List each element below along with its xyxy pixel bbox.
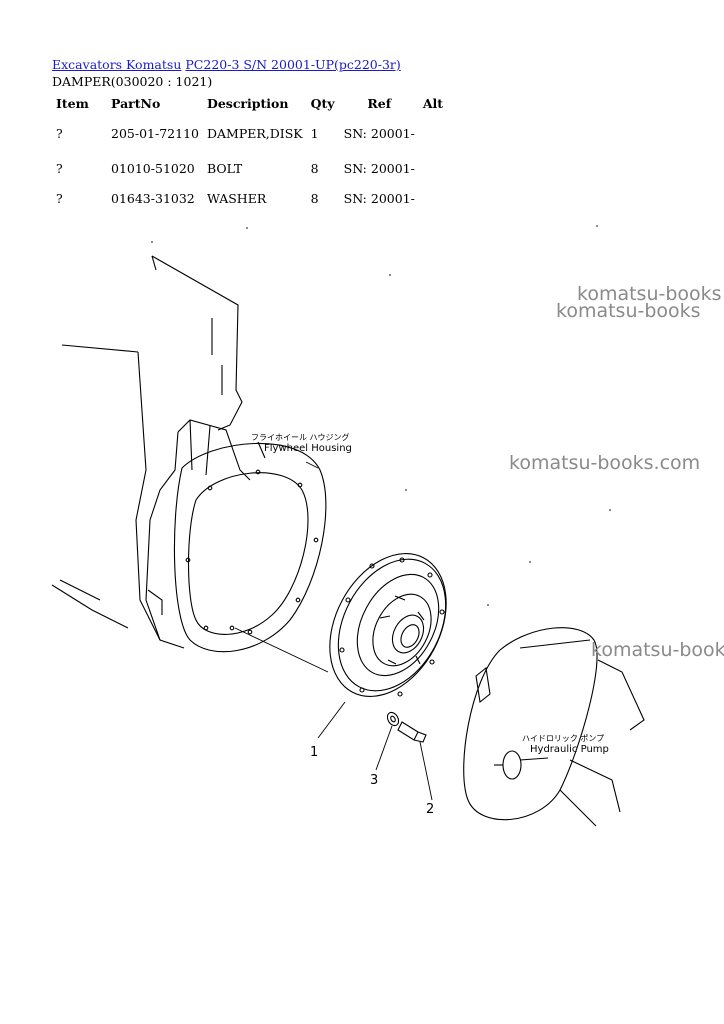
damper-disk: [329, 553, 447, 697]
flywheel-label-jp: フライホイール ハウジング: [251, 432, 350, 442]
flywheel-label-en: Flywheel Housing: [264, 443, 352, 454]
washer-part: [386, 711, 400, 727]
cell-qty: 8: [310, 160, 319, 176]
cell-qty: 8: [310, 190, 319, 206]
table-row: ? 01643-31032 WASHER 8 SN: 20001-: [52, 184, 457, 212]
col-header-ref: Ref: [367, 95, 392, 111]
cell-description: DAMPER,DISK: [206, 125, 303, 141]
breadcrumb-link-model[interactable]: PC220-3 S/N 20001-UP(pc220-3r): [185, 57, 401, 72]
col-header-partno: PartNo: [111, 95, 161, 111]
watermark-text: komatsu-books: [556, 300, 701, 322]
pump-label-en: Hydraulic Pump: [530, 744, 609, 755]
col-header-item: Item: [56, 95, 89, 111]
watermark-text: komatsu-books: [577, 283, 722, 305]
hydraulic-pump: [463, 627, 645, 827]
cell-description: WASHER: [206, 190, 267, 206]
cell-ref: SN: 20001-: [343, 160, 415, 176]
pump-label-jp: ハイドロリック ポンプ: [522, 734, 604, 743]
cell-ref: SN: 20001-: [343, 190, 415, 206]
leader-lines: [305, 461, 549, 801]
watermark-text: komatsu-books: [591, 639, 724, 661]
table-header-row: Item PartNo Description Qty Ref Alt: [52, 92, 457, 114]
cell-item: ?: [56, 160, 63, 176]
cell-partno: 205-01-72110: [111, 125, 199, 141]
cell-qty: 1: [310, 125, 319, 141]
watermark-text: komatsu-books.com: [509, 452, 701, 474]
cell-description: BOLT: [206, 160, 243, 176]
cell-item: ?: [56, 190, 63, 206]
callout-3: 3: [370, 773, 378, 788]
cell-ref: SN: 20001-: [343, 125, 415, 141]
callout-1: 1: [310, 745, 318, 760]
flywheel-housing: [173, 441, 329, 673]
col-header-description: Description: [206, 95, 289, 111]
cell-partno: 01643-31032: [111, 190, 195, 206]
bolt-part: [397, 721, 427, 743]
table-row: ? 01010-51020 BOLT 8 SN: 20001-: [52, 152, 457, 184]
col-header-qty: Qty: [310, 95, 335, 111]
cell-partno: 01010-51020: [111, 160, 195, 176]
cell-item: ?: [56, 125, 63, 141]
scan-dots: [151, 225, 611, 606]
breadcrumb-link-excavators[interactable]: Excavators Komatsu: [52, 57, 182, 72]
engine-block: [51, 255, 251, 649]
callout-2: 2: [426, 802, 434, 817]
table-row: ? 205-01-72110 DAMPER,DISK 1 SN: 20001-: [52, 114, 457, 152]
parts-table: Item PartNo Description Qty Ref Alt ? 20…: [52, 92, 457, 212]
col-header-alt: Alt: [422, 95, 444, 111]
page-subtitle: DAMPER(030020 : 1021): [52, 74, 213, 89]
